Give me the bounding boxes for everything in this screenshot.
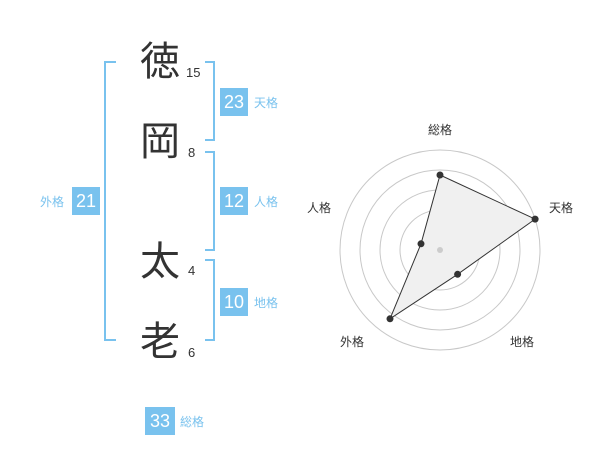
tenkaku-bracket [205, 61, 215, 141]
gaikaku-label: 外格 [40, 195, 65, 209]
radar-axis-label-tenkaku: 天格 [549, 200, 573, 215]
name-char-2: 岡 [140, 119, 180, 165]
radar-point-1 [436, 171, 444, 179]
soukaku-score: 33 [145, 407, 175, 435]
gaikaku-bracket [104, 61, 116, 341]
tenkaku-score: 23 [220, 88, 248, 116]
radar-axis-label-chikaku: 地格 [510, 334, 534, 349]
gaikaku-score: 21 [72, 187, 100, 215]
radar-point-4 [386, 315, 394, 323]
radar-point-5 [417, 240, 425, 248]
radar-point-3 [454, 270, 462, 278]
soukaku-label: 総格 [180, 415, 205, 429]
name-char-4: 老 [140, 319, 180, 365]
radar-axis-label-gaikaku: 外格 [340, 334, 364, 349]
radar-point-2 [531, 215, 539, 223]
stroke-count-4: 6 [188, 345, 196, 360]
radar-points [386, 171, 539, 323]
jinkaku-score: 12 [220, 187, 248, 215]
chikaku-label: 地格 [254, 296, 279, 310]
stroke-count-1: 15 [186, 65, 201, 80]
stroke-count-3: 4 [188, 263, 196, 278]
jinkaku-bracket [205, 151, 215, 251]
radar-ring-5 [339, 149, 541, 351]
radar-axis-label-jinkaku: 人格 [307, 200, 331, 215]
name-char-1: 徳 [140, 39, 180, 85]
stroke-count-2: 8 [188, 145, 196, 160]
radar-center [437, 247, 443, 253]
name-char-3: 太 [140, 239, 180, 285]
jinkaku-label: 人格 [254, 195, 279, 209]
radar-ring-4 [359, 169, 521, 331]
chikaku-score: 10 [220, 288, 248, 316]
chikaku-bracket [205, 259, 215, 341]
radar-axis-label-soukaku: 総格 [428, 122, 452, 137]
tenkaku-label: 天格 [254, 96, 279, 110]
radar-series-area [388, 174, 537, 321]
